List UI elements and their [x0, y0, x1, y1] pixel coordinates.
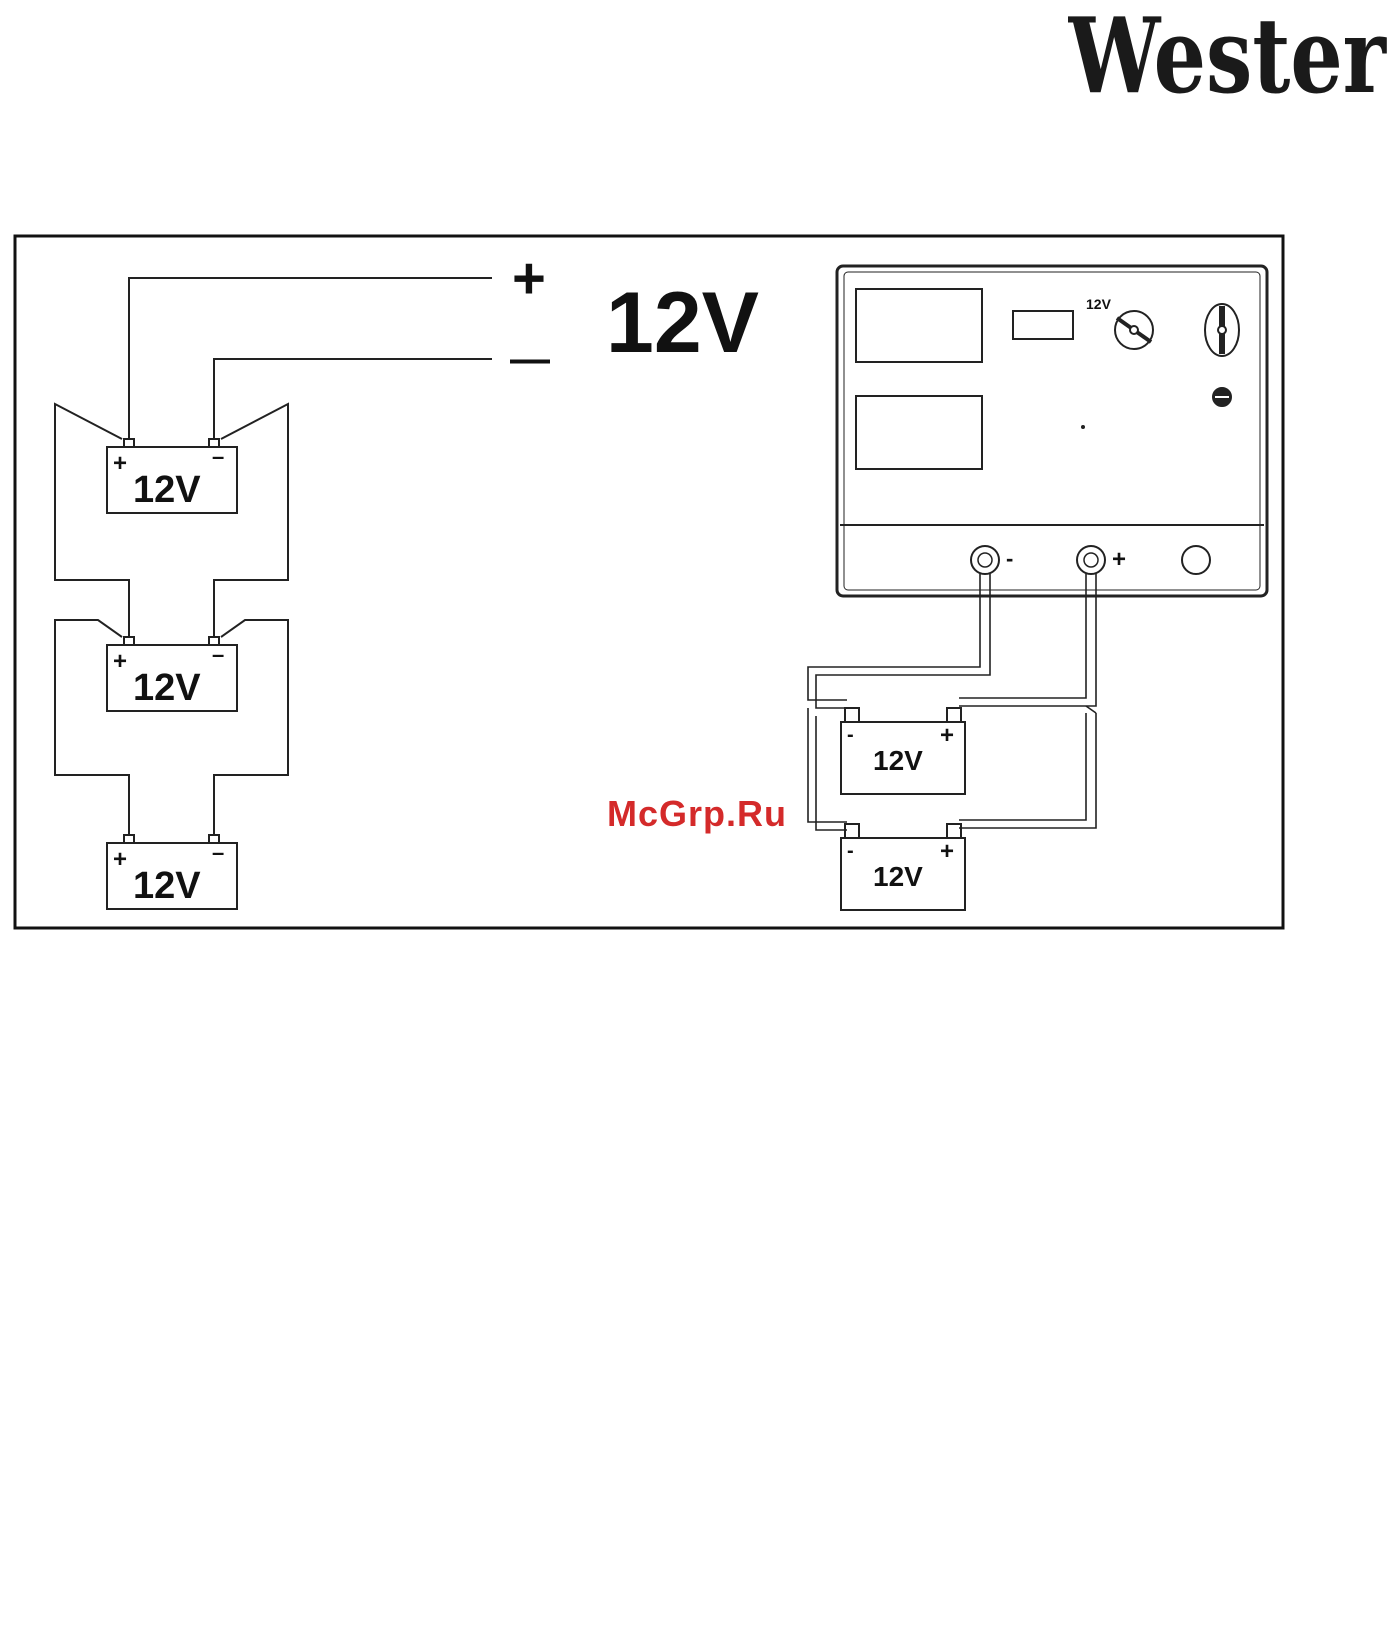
battery-3: + – 12V [107, 835, 237, 909]
charger-battery-1-plus: + [940, 722, 954, 749]
link-wire-plus-1-2 [55, 404, 129, 637]
battery-2-label: 12V [133, 667, 201, 709]
battery-1-plus: + [113, 450, 127, 477]
indicator-lamp [1213, 388, 1231, 406]
battery-1: + – 12V [107, 439, 237, 513]
battery-1-minus: – [212, 444, 224, 469]
charger-batteries: - + 12V - + 12V [808, 574, 1096, 910]
charger-battery-1: - + 12V [841, 708, 965, 794]
link-wire-minus-1-2 [214, 404, 288, 637]
charger-battery-2-plus: + [940, 838, 954, 865]
display-indicator [1013, 311, 1073, 339]
battery-2: + – 12V [107, 637, 237, 711]
charger-battery-1-label: 12V [873, 745, 923, 776]
ammeter-window [856, 289, 982, 362]
output-voltage-label: 12V [606, 275, 759, 371]
terminal-minus-label: - [1006, 546, 1013, 571]
power-switch-knob[interactable] [1205, 304, 1239, 356]
charger-battery-2-minus: - [847, 840, 854, 862]
auxiliary-socket[interactable] [1182, 546, 1210, 574]
negative-cable [808, 574, 990, 830]
terminal-plus-label: + [1112, 546, 1126, 573]
charger-unit: 12V - + [837, 266, 1267, 596]
watermark-text: McGrp.Ru [607, 793, 787, 834]
output-minus-sign: — [510, 337, 550, 381]
battery-1-label: 12V [133, 469, 201, 511]
charger-battery-2-label: 12V [873, 861, 923, 892]
link-wire-minus-2-3 [214, 620, 288, 835]
voltage-switch-label: 12V [1086, 296, 1112, 312]
charger-battery-2: - + 12V [841, 824, 965, 910]
panel-dot [1081, 425, 1085, 429]
battery-2-minus: – [212, 642, 224, 667]
minus-lead-wire [214, 359, 492, 440]
terminal-plus-socket[interactable] [1077, 546, 1105, 574]
terminal-minus-socket[interactable] [971, 546, 999, 574]
charger-body-inner [844, 272, 1260, 590]
battery-3-minus: – [212, 840, 224, 865]
voltage-selector-knob[interactable] [1115, 311, 1153, 349]
battery-3-plus: + [113, 846, 127, 873]
battery-2-plus: + [113, 648, 127, 675]
output-plus-sign: + [512, 246, 546, 311]
charger-battery-1-minus: - [847, 724, 854, 746]
voltmeter-window [856, 396, 982, 469]
battery-3-label: 12V [133, 865, 201, 907]
